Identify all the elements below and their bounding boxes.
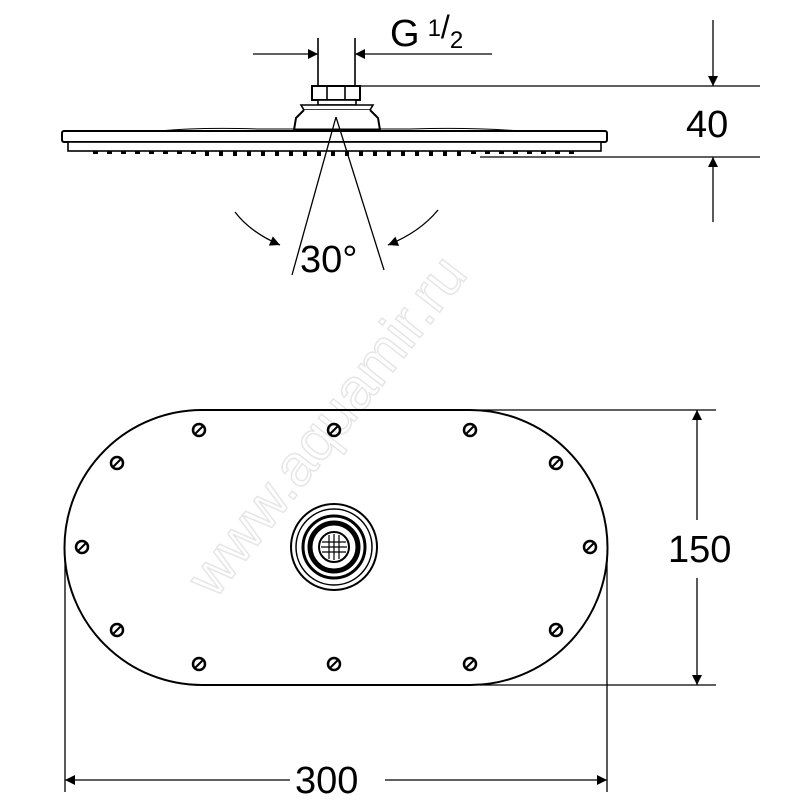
nozzle: [401, 151, 405, 156]
screw-icon: [109, 455, 125, 471]
nozzle: [373, 151, 377, 156]
nozzle: [387, 151, 391, 156]
spray-line-right: [335, 116, 385, 271]
nozzle: [359, 151, 363, 156]
center-fitting: [290, 503, 378, 591]
spray-line-left: [291, 116, 337, 276]
screw-icon: [326, 422, 342, 438]
nozzle: [317, 151, 321, 156]
screw-icon: [191, 656, 207, 672]
nozzle: [513, 151, 518, 154]
nozzle: [149, 151, 154, 154]
nozzle-row: [93, 151, 574, 156]
nozzle-plate: [67, 141, 602, 152]
nozzle: [499, 151, 504, 154]
watermark: www.aquamir.ru: [173, 243, 479, 609]
nozzle: [569, 151, 574, 154]
nozzle: [443, 151, 447, 156]
nozzle: [289, 151, 293, 156]
screws: [74, 422, 598, 672]
angle-label: 30°: [300, 239, 357, 281]
side-view: [61, 20, 760, 276]
angle-arrow-left: [234, 211, 281, 246]
nozzle: [331, 151, 335, 156]
screw-icon: [109, 622, 125, 638]
nozzle: [555, 151, 560, 154]
nozzle: [163, 151, 168, 154]
nozzle: [205, 151, 209, 156]
nozzle: [485, 151, 490, 154]
nozzle: [457, 151, 461, 156]
nozzle: [93, 151, 98, 154]
nozzle: [429, 151, 433, 156]
nozzle: [541, 151, 546, 154]
screw-icon: [74, 539, 90, 555]
nozzle: [191, 151, 196, 154]
screw-icon: [582, 539, 598, 555]
nozzle: [121, 151, 126, 154]
screw-icon: [462, 422, 478, 438]
screw-icon: [462, 656, 478, 672]
nozzle: [233, 151, 237, 156]
screw-icon: [191, 422, 207, 438]
nozzle: [247, 151, 251, 156]
nozzle: [135, 151, 140, 154]
nozzle: [527, 151, 532, 154]
nozzle: [275, 151, 279, 156]
angle-arrow-right: [387, 209, 439, 246]
nozzle: [107, 151, 112, 154]
nozzle: [471, 151, 476, 154]
width-label: 150: [668, 529, 731, 571]
length-label: 300: [295, 760, 358, 800]
nozzle: [261, 151, 265, 156]
nozzle: [219, 151, 223, 156]
nozzle: [415, 151, 419, 156]
screw-icon: [548, 455, 564, 471]
screw-icon: [326, 656, 342, 672]
top-view: [63, 409, 716, 792]
hex-nut: [311, 85, 361, 101]
nozzle: [303, 151, 307, 156]
screw-icon: [548, 622, 564, 638]
plate-outline: [63, 409, 609, 686]
shower-plate: [61, 130, 608, 143]
height-label: 40: [686, 104, 728, 146]
nozzle: [177, 151, 182, 154]
